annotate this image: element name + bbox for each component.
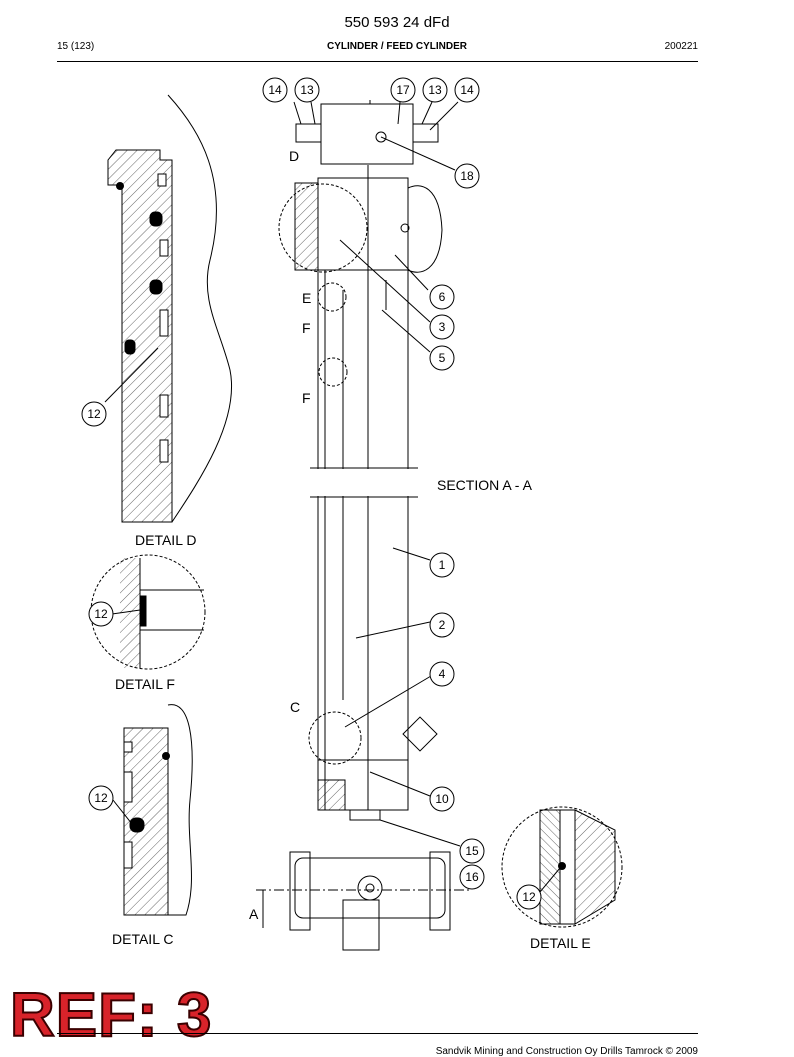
detail-d-view — [104, 94, 232, 523]
svg-text:1: 1 — [439, 558, 446, 572]
svg-text:13: 13 — [428, 83, 442, 97]
ref-stamp: REF: 3 — [9, 981, 213, 1050]
view-letter-f-lower: F — [302, 390, 311, 406]
main-section-view — [256, 100, 470, 951]
footer-rule — [57, 1033, 698, 1034]
detail-e-label: DETAIL E — [530, 935, 591, 951]
section-title: CYLINDER / FEED CYLINDER — [326, 41, 467, 52]
balloon-1: 1 — [429, 552, 455, 578]
balloon-5: 5 — [429, 345, 455, 371]
view-letter-a: A — [249, 906, 259, 922]
svg-text:4: 4 — [439, 667, 446, 681]
page-reference: 15 (123) — [57, 41, 95, 52]
svg-text:14: 14 — [268, 83, 282, 97]
balloon-17: 17 — [390, 77, 416, 103]
balloon-16: 16 — [459, 864, 485, 890]
balloon-2: 2 — [429, 612, 455, 638]
balloon-12-detail-c: 12 — [88, 785, 114, 811]
svg-text:12: 12 — [94, 791, 108, 805]
balloon-18: 18 — [454, 163, 480, 189]
svg-text:12: 12 — [94, 607, 108, 621]
balloon-4: 4 — [429, 661, 455, 687]
balloon-12-detail-d: 12 — [81, 401, 107, 427]
svg-text:17: 17 — [396, 83, 410, 97]
view-letter-f-upper: F — [302, 320, 311, 336]
view-letter-e: E — [302, 290, 311, 306]
copyright-text: Sandvik Mining and Construction Oy Drill… — [435, 1046, 698, 1057]
svg-text:6: 6 — [439, 290, 446, 304]
balloon-12-detail-f: 12 — [88, 601, 114, 627]
svg-text:15: 15 — [465, 844, 479, 858]
balloon-13-left: 13 — [294, 77, 320, 103]
section-a-a-label: SECTION A - A — [437, 477, 533, 493]
balloon-14-right: 14 — [454, 77, 480, 103]
view-letter-d: D — [289, 148, 299, 164]
svg-text:2: 2 — [439, 618, 446, 632]
detail-e-view — [501, 806, 623, 928]
detail-c-view — [112, 704, 193, 916]
svg-text:10: 10 — [435, 792, 449, 806]
date-code: 200221 — [664, 41, 698, 52]
balloon-13-right: 13 — [422, 77, 448, 103]
view-letter-c: C — [290, 699, 300, 715]
balloon-3: 3 — [429, 314, 455, 340]
detail-f-view — [90, 554, 206, 670]
svg-text:5: 5 — [439, 351, 446, 365]
svg-text:14: 14 — [460, 83, 474, 97]
svg-text:3: 3 — [439, 320, 446, 334]
svg-text:18: 18 — [460, 169, 474, 183]
detail-c-label: DETAIL C — [112, 931, 173, 947]
svg-text:16: 16 — [465, 870, 479, 884]
balloon-14-left: 14 — [262, 77, 288, 103]
svg-text:13: 13 — [300, 83, 314, 97]
header-rule — [57, 61, 698, 62]
svg-text:12: 12 — [87, 407, 101, 421]
detail-d-label: DETAIL D — [135, 532, 196, 548]
svg-text:12: 12 — [522, 890, 536, 904]
balloon-10: 10 — [429, 786, 455, 812]
balloon-12-detail-e: 12 — [516, 884, 542, 910]
detail-f-label: DETAIL F — [115, 676, 175, 692]
balloon-6: 6 — [429, 284, 455, 310]
balloon-15: 15 — [459, 838, 485, 864]
document-number: 550 593 24 dFd — [344, 14, 450, 31]
